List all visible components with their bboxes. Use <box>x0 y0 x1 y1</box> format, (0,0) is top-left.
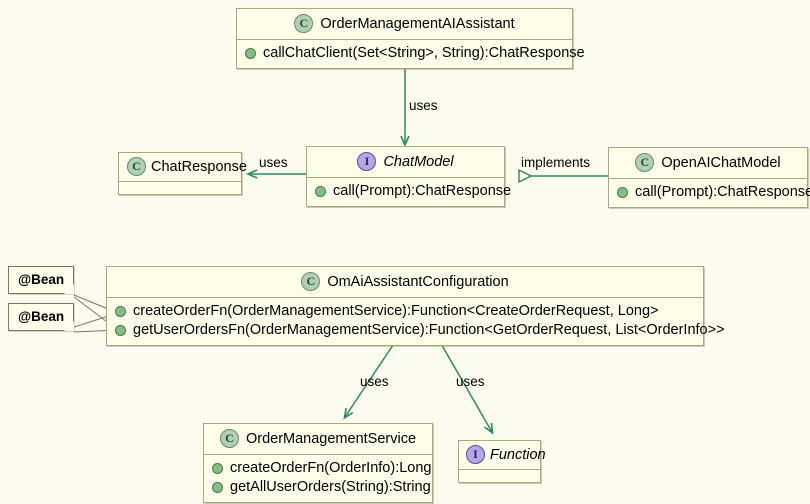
member-signature: call(Prompt):ChatResponse <box>635 184 810 200</box>
member-row: call(Prompt):ChatResponse <box>315 182 511 201</box>
class-name: Function <box>490 446 546 463</box>
class-name: OpenAIChatModel <box>661 154 781 171</box>
compartment-divider <box>119 181 241 182</box>
members-compartment: call(Prompt):ChatResponse <box>609 179 810 207</box>
member-signature: getAllUserOrders(String):String <box>230 479 431 495</box>
visibility-public-icon <box>115 325 126 336</box>
class-box-order-management-ai-assistant[interactable]: C OrderManagementAIAssistant callChatCli… <box>236 8 585 69</box>
visibility-public-icon <box>617 187 628 198</box>
visibility-public-icon <box>315 186 326 197</box>
members-compartment-empty <box>119 182 241 194</box>
class-name: OrderManagementAIAssistant <box>320 15 515 32</box>
visibility-public-icon <box>115 306 126 317</box>
note-fold-corner <box>64 284 74 294</box>
visibility-public-icon <box>212 482 223 493</box>
class-header: I ChatModel <box>307 147 504 177</box>
class-box-function[interactable]: I Function <box>458 440 546 483</box>
interface-icon: I <box>357 152 377 171</box>
class-name: ChatModel <box>383 153 454 170</box>
members-compartment: createOrderFn(OrderInfo):Long getAllUser… <box>204 455 432 502</box>
member-row: getUserOrdersFn(OrderManagementService):… <box>115 321 725 340</box>
compartment-divider <box>107 297 703 298</box>
edge-label-implements: implements <box>521 155 591 170</box>
edge-label-chatmodel-uses: uses <box>259 155 288 170</box>
class-box-openai-chat-model[interactable]: C OpenAIChatModel call(Prompt):ChatRespo… <box>608 147 810 208</box>
member-signature: callChatClient(Set<String>, String):Chat… <box>263 45 585 61</box>
note-text: @Bean <box>18 272 65 287</box>
class-header: I Function <box>459 441 546 469</box>
class-name: ChatResponse <box>151 158 247 175</box>
compartment-divider <box>459 469 540 470</box>
note-bean-create-order[interactable]: @Bean <box>8 266 74 294</box>
class-icon: C <box>294 14 314 33</box>
visibility-public-icon <box>245 48 256 59</box>
class-icon: C <box>219 429 239 448</box>
member-row: getAllUserOrders(String):String <box>212 478 431 497</box>
class-box-chat-model[interactable]: I ChatModel call(Prompt):ChatResponse <box>306 146 511 207</box>
class-box-order-management-service[interactable]: C OrderManagementService createOrderFn(O… <box>203 423 433 503</box>
edge-label-config-uses-function: uses <box>456 374 485 389</box>
members-compartment: call(Prompt):ChatResponse <box>307 178 511 206</box>
note-text: @Bean <box>18 309 65 324</box>
class-box-om-ai-assistant-configuration[interactable]: C OmAiAssistantConfiguration createOrder… <box>106 266 725 346</box>
class-icon: C <box>127 157 146 176</box>
members-compartment-empty <box>459 470 540 482</box>
edge-label-assistant-uses: uses <box>409 98 438 113</box>
class-header: C OrderManagementService <box>204 424 432 454</box>
compartment-divider <box>204 454 432 455</box>
interface-icon: I <box>466 445 485 464</box>
compartment-divider <box>237 39 572 40</box>
note-bean-get-user-orders[interactable]: @Bean <box>8 303 74 331</box>
member-signature: call(Prompt):ChatResponse <box>333 183 512 199</box>
members-compartment: callChatClient(Set<String>, String):Chat… <box>237 40 585 68</box>
class-name: OmAiAssistantConfiguration <box>327 273 509 290</box>
class-icon: C <box>635 153 655 172</box>
note-fold-corner <box>64 321 74 331</box>
edge-label-config-uses-service: uses <box>360 374 389 389</box>
member-signature: getUserOrdersFn(OrderManagementService):… <box>133 322 725 338</box>
member-row: call(Prompt):ChatResponse <box>617 183 810 202</box>
class-header: C OrderManagementAIAssistant <box>237 9 572 39</box>
member-row: createOrderFn(OrderManagementService):Fu… <box>115 302 695 321</box>
members-compartment: createOrderFn(OrderManagementService):Fu… <box>107 298 725 345</box>
class-icon: C <box>301 272 321 291</box>
visibility-public-icon <box>212 463 223 474</box>
member-signature: createOrderFn(OrderInfo):Long <box>230 460 432 476</box>
class-header: C OpenAIChatModel <box>609 148 807 178</box>
class-box-chat-response[interactable]: C ChatResponse <box>118 152 247 195</box>
member-signature: createOrderFn(OrderManagementService):Fu… <box>133 303 659 319</box>
class-name: OrderManagementService <box>245 430 417 447</box>
class-header: C ChatResponse <box>119 153 247 181</box>
compartment-divider <box>307 177 504 178</box>
member-row: createOrderFn(OrderInfo):Long <box>212 459 431 478</box>
class-header: C OmAiAssistantConfiguration <box>107 267 703 297</box>
member-row: callChatClient(Set<String>, String):Chat… <box>245 44 585 63</box>
compartment-divider <box>609 178 807 179</box>
